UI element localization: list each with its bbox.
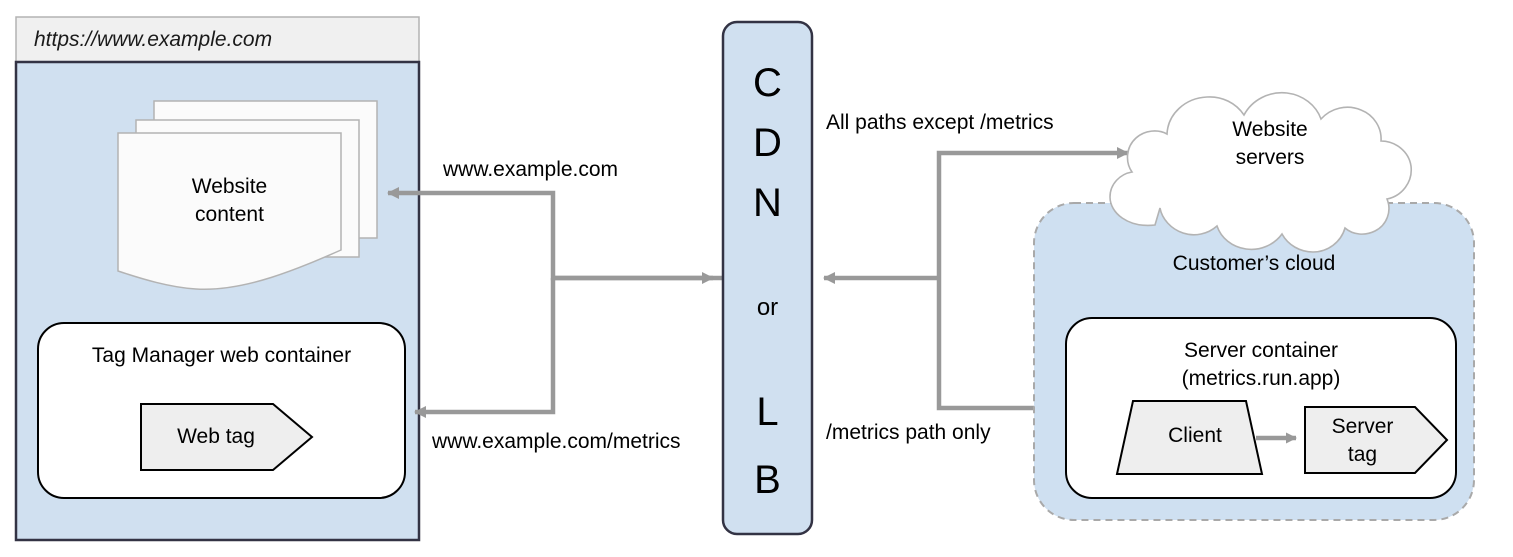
label-www-example-metrics: www.example.com/metrics (432, 430, 681, 453)
browser-url-bar[interactable] (15, 16, 420, 63)
cdn-letter-c: C (753, 61, 782, 105)
cdn-lb-box (721, 20, 814, 536)
tag-manager-title: Tag Manager web container (91, 344, 352, 367)
website-content-label-line2: content (195, 203, 264, 226)
label-www-example: www.example.com (443, 158, 619, 181)
arrow-cdn-to-server-container (936, 278, 1069, 414)
website-content-stack (117, 100, 378, 290)
cdn-lb-rect (721, 20, 814, 536)
server-container-label-line1: Server container (1183, 339, 1339, 362)
server-tag-label-line2: tag (1347, 443, 1378, 466)
website-content-label-line1: Website (191, 175, 268, 198)
label-metrics-path-only: /metrics path only (826, 421, 991, 444)
customer-cloud-title: Customer’s cloud (1172, 252, 1336, 275)
server-tag-label-line1: Server (1331, 415, 1394, 438)
connector-metrics-path (936, 278, 1069, 414)
connector-www-example (387, 187, 723, 281)
website-servers-cloud (1109, 91, 1412, 253)
cdn-letter-b: B (754, 458, 781, 502)
client-shape (1115, 400, 1264, 475)
client-label: Client (1168, 424, 1222, 447)
browser-url-text: https://www.example.com (34, 28, 273, 51)
website-servers-label-line1: Website (1232, 118, 1308, 141)
label-all-paths-except-metrics: All paths except /metrics (826, 111, 1054, 134)
tag-manager-web-container (37, 322, 406, 499)
connector-website-to-cdn (414, 272, 714, 418)
cdn-letter-d: D (753, 121, 782, 165)
web-tag-shape (140, 403, 314, 471)
website-servers-cloud-shape (1109, 91, 1412, 253)
arrow-cdn-to-tag-manager (414, 278, 556, 418)
server-tag-shape (1304, 406, 1449, 474)
arrow-cdn-to-website-servers (936, 147, 1129, 278)
website-content-sheet-front (117, 132, 342, 290)
cdn-letter-n: N (753, 181, 782, 225)
server-container-label-line2: (metrics.run.app) (1181, 367, 1341, 390)
web-tag-label: Web tag (177, 425, 255, 448)
server-container (1065, 317, 1457, 499)
website-servers-label-line2: servers (1235, 146, 1305, 169)
arrow-cdn-to-website-content (387, 187, 723, 281)
cdn-letter-l: L (756, 390, 779, 434)
connector-all-paths (823, 147, 1129, 284)
cdn-or-label: or (756, 294, 779, 321)
